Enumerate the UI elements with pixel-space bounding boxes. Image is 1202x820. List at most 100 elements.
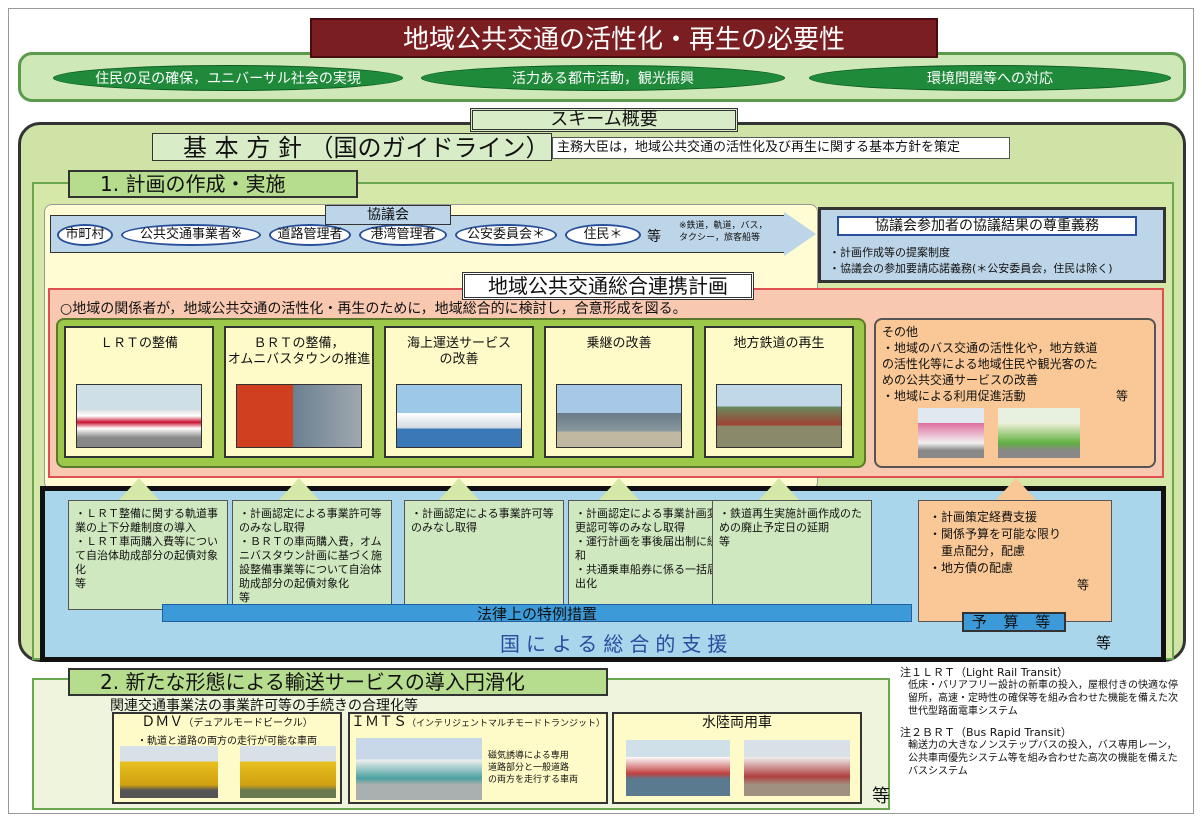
- council-label: 協議会: [325, 205, 451, 225]
- other-line-text: ・地域による利用促進活動: [882, 389, 1026, 403]
- amphibious-box: 水陸両用車: [612, 712, 862, 804]
- imts-desc-line: 磁気誘導による専用: [488, 751, 569, 761]
- member-police: 公安委員会＊: [455, 224, 557, 246]
- up-arrow: [996, 478, 1036, 500]
- card-label: ＬＲＴの整備: [66, 328, 212, 352]
- member-operator: 公共交通事業者※: [121, 224, 261, 246]
- legal-col-maritime: ・計画認定による事業許可等のみなし取得: [404, 500, 564, 610]
- legal-col-lrt: ・ＬＲＴ整備に関する軌道事業の上下分離制度の導入 ・ＬＲＴ車両購入費等について自…: [68, 500, 228, 610]
- imts-photo: [356, 738, 482, 800]
- dmv-box: ＤＭＶ（デュアルモードビークル） ・軌道と道路の両方の走行が可能な車両: [112, 712, 342, 804]
- basic-policy-desc: 主務大臣は，地域公共交通の活性化及び再生に関する基本方針を策定: [552, 137, 1010, 159]
- page-title: 地域公共交通の活性化・再生の必要性: [310, 18, 938, 58]
- imts-desc-line: の両方を走行する車両: [488, 775, 579, 785]
- imts-subtitle: （インテリジェントマルチモードトランジット）: [406, 719, 605, 729]
- other-title: その他: [882, 325, 919, 339]
- other-line: ・地域による利用促進活動 等: [882, 388, 1148, 404]
- scheme-title: スキーム概要: [470, 108, 738, 132]
- imts-box: ＩＭＴＳ（インテリジェントマルチモードトランジット） 磁気誘導による専用道路部分…: [348, 712, 608, 804]
- council-note-line: タクシー，旅客船等: [679, 233, 761, 243]
- support-tou: 等: [1096, 634, 1112, 652]
- up-arrow: [759, 478, 799, 500]
- minibus-photo: [998, 408, 1080, 458]
- national-support-label: 国による総合的支援: [500, 632, 734, 656]
- respect-title: 協議会参加者の協議結果の尊重義務: [837, 216, 1137, 236]
- card-line: 海上運送サービス: [406, 336, 511, 351]
- legal-col-rail: ・鉄道再生実施計画作成のための廃止予定日の延期 等: [712, 500, 872, 610]
- goal-ellipse: 活力ある都市活動，観光振興: [421, 65, 785, 91]
- member-municipality: 市町村: [57, 224, 113, 246]
- dmv-photo: [240, 746, 336, 798]
- section1-title: 1. 計画の作成・実施: [68, 170, 358, 198]
- amphibious-photo: [744, 740, 850, 796]
- card-maritime: 海上運送サービスの改善: [384, 326, 534, 458]
- goal-ellipse: 住民の足の確保，ユニバーサル社会の実現: [53, 65, 403, 91]
- note-text: 低床・バリアフリー設計の新車の投入，屋根付きの快適な停留所，高速・定時性の確保等…: [908, 680, 1178, 717]
- member-residents: 住民＊: [565, 224, 641, 246]
- council-tou: 等: [647, 229, 661, 245]
- card-label: 海上運送サービスの改善: [386, 328, 532, 368]
- respect-duty-box: 協議会参加者の協議結果の尊重義務 ・計画作成等の提案制度 ・協議会の参加要請応諾…: [818, 207, 1166, 283]
- outer-frame: [8, 8, 1194, 814]
- budget-item: ・計画策定経費支援: [929, 510, 1038, 524]
- imts-title-text: ＩＭＴＳ: [350, 714, 407, 730]
- card-line: 乗継の改善: [586, 336, 652, 351]
- amphibious-title: 水陸両用車: [702, 715, 772, 731]
- dmv-title-text: ＤＭＶ: [141, 714, 184, 730]
- respect-item: ・協議会の参加要請応諾義務(＊公安委員会，住民は除く): [829, 262, 1113, 275]
- minibus-photo: [918, 408, 984, 458]
- card-line: 地方鉄道の再生: [733, 336, 825, 351]
- arrow-right: [784, 212, 816, 256]
- dmv-desc: ・軌道と道路の両方の走行が可能な車両: [137, 736, 317, 747]
- station-photo: [556, 384, 682, 448]
- up-arrow: [119, 478, 159, 500]
- note-title: 注１ＬＲＴ（Light Rail Transit）: [900, 666, 1069, 679]
- up-arrow: [279, 478, 319, 500]
- card-label: 地方鉄道の再生: [706, 328, 852, 352]
- plan-desc: ○地域の関係者が，地域公共交通の活性化・再生のために，地域総合的に検討し，合意形…: [60, 301, 687, 317]
- ship-photo: [396, 384, 522, 448]
- budget-item: 重点配分，配慮: [929, 544, 1026, 558]
- budget-tou: 等: [1076, 578, 1089, 592]
- other-tou: 等: [1116, 389, 1129, 403]
- imts-title: ＩＭＴＳ（インテリジェントマルチモードトランジット）: [350, 714, 606, 732]
- other-line: ・地域のバス交通の活性化や，地方鉄道: [882, 341, 1098, 355]
- member-port-admin: 港湾管理者: [359, 224, 447, 246]
- section2-title: 2. 新たな形態による輸送サービスの導入円滑化: [68, 668, 608, 696]
- budget-item: ・地方債の配慮: [929, 561, 1014, 575]
- section2-tou: 等: [872, 786, 890, 807]
- card-transfer: 乗継の改善: [544, 326, 694, 458]
- card-lrt: ＬＲＴの整備: [64, 326, 214, 458]
- card-line: の改善: [439, 352, 479, 367]
- tram-photo: [76, 384, 202, 448]
- legal-col-transfer: ・計画認定による事業計画変更認可等のみなし取得 ・運行計画を事後届出制に緩和 ・…: [568, 500, 728, 610]
- dmv-subtitle: （デュアルモードビークル）: [183, 718, 313, 729]
- legal-col-brt: ・計画認定による事業許可等のみなし取得 ・ＢＲＴの車両購入費，オムニバスタウン計…: [232, 500, 392, 610]
- budget-item: ・関係予算を可能な限り: [929, 527, 1062, 541]
- member-road-admin: 道路管理者: [269, 224, 351, 246]
- note-title: 注２ＢＲＴ（Bus Rapid Transit）: [900, 726, 1072, 739]
- dmv-title: ＤＭＶ（デュアルモードビークル）: [114, 714, 340, 732]
- card-line: ＬＲＴの整備: [99, 336, 178, 351]
- note-text: 輸送力の大きなノンステップバスの投入，バス専用レーン，公共車両優先システム等を組…: [908, 740, 1178, 777]
- respect-item: ・計画作成等の提案制度: [829, 246, 950, 259]
- card-rail: 地方鉄道の再生: [704, 326, 854, 458]
- council-note: ※鉄道，軌道，バス，タクシー，旅客船等: [679, 220, 768, 244]
- section2-subtitle: 関連交通事業法の事業許可等の手続きの合理化等: [110, 698, 418, 714]
- up-arrow: [439, 478, 479, 500]
- other-line: の活性化等による地域住民や観光客のた: [882, 357, 1098, 371]
- plan-title: 地域公共交通総合連携計画: [462, 272, 754, 300]
- up-arrow: [599, 478, 639, 500]
- budget-label: 予 算 等: [962, 612, 1066, 632]
- imts-desc: 磁気誘導による専用道路部分と一般道路の両方を走行する車両: [488, 750, 578, 786]
- basic-policy-label: 基 本 方 針 （国のガイドライン）: [152, 133, 552, 162]
- other-box: その他 ・地域のバス交通の活性化や，地方鉄道 の活性化等による地域住民や観光客の…: [874, 318, 1156, 468]
- card-brt: ＢＲＴの整備，オムニバスタウンの推進: [224, 326, 374, 458]
- card-line: オムニバスタウンの推進: [227, 352, 371, 367]
- card-line: ＢＲＴの整備，: [253, 336, 345, 351]
- legal-measures-bar: 法律上の特例措置: [162, 604, 912, 623]
- dmv-photo: [120, 746, 218, 798]
- imts-desc-line: 道路部分と一般道路: [488, 763, 570, 773]
- notes: 注１ＬＲＴ（Light Rail Transit） 低床・バリアフリー設計の新車…: [900, 666, 1186, 778]
- card-label: 乗継の改善: [546, 328, 692, 352]
